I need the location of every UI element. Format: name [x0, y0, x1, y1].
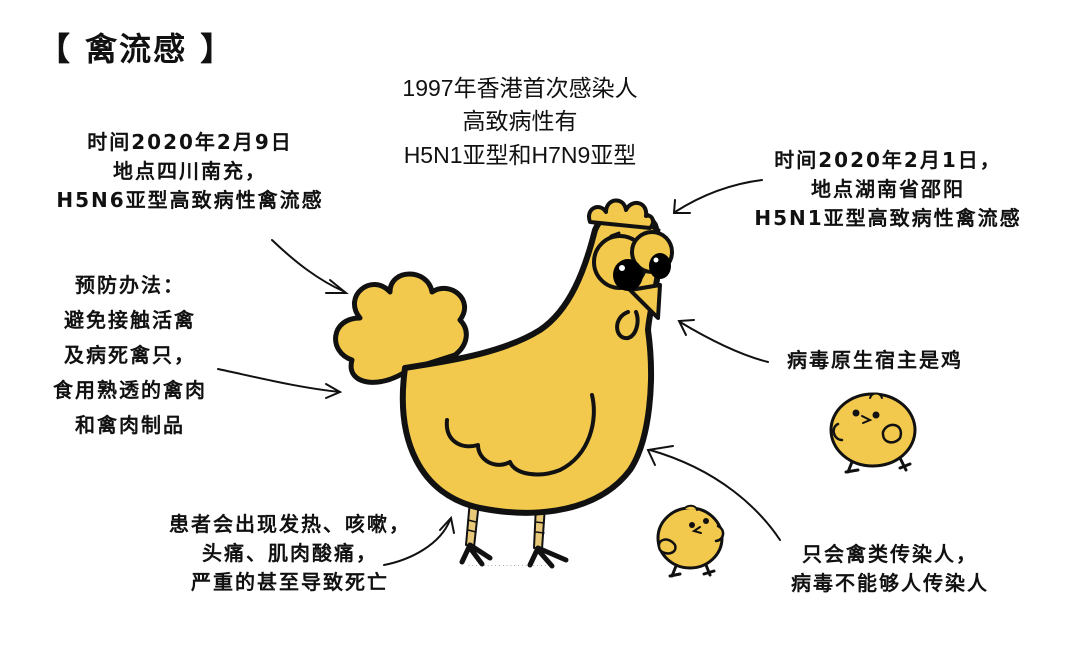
- symptoms-note: 患者会出现发热、咳嗽， 头痛、肌肉酸痛， 严重的甚至导致死亡: [120, 510, 460, 597]
- note-line: 时间2020年2月9日: [87, 130, 293, 154]
- arrow-head-icon: [439, 515, 455, 534]
- arrow-icon: [679, 321, 769, 363]
- arrow-head-icon: [677, 319, 695, 336]
- hen-legs-icon: [459, 499, 569, 569]
- hen-beak-icon: [628, 283, 662, 320]
- arrow-icon: [271, 239, 346, 293]
- note-line: 避免接触活禽: [64, 308, 196, 332]
- note-line: 预防办法：: [75, 273, 185, 297]
- hen-illustration: [333, 198, 674, 569]
- note-line: 地点四川南充，: [113, 159, 267, 183]
- note-line: 病毒不能够人传染人: [791, 571, 989, 595]
- note-line: 病毒原生宿主是鸡: [787, 348, 963, 372]
- note-line: 食用熟透的禽肉: [53, 378, 207, 402]
- hen-wattle-icon: [615, 310, 640, 341]
- page-title: 【 禽流感 】: [38, 30, 235, 68]
- note-line: 地点湖南省邵阳: [811, 177, 965, 201]
- prevention-note: 预防办法： 避免接触活禽 及病死禽只， 食用熟透的禽肉 和禽肉制品: [20, 268, 240, 443]
- note-line: 只会禽类传染人，: [802, 542, 978, 566]
- pointer-arrows: [217, 179, 781, 566]
- note-line: 和禽肉制品: [75, 413, 185, 437]
- history-line: 1997年香港首次感染人: [402, 75, 638, 101]
- note-line: H5N6亚型高致病性禽流感: [56, 188, 324, 212]
- note-line: H5N1亚型高致病性禽流感: [754, 206, 1022, 230]
- hunan-outbreak-note: 时间2020年2月1日， 地点湖南省邵阳 H5N1亚型高致病性禽流感: [728, 146, 1048, 233]
- arrow-icon: [674, 179, 763, 213]
- note-line: 时间2020年2月1日，: [774, 148, 1002, 172]
- arrow-icon: [217, 368, 341, 393]
- hen-eyes-icon: [592, 226, 674, 291]
- hen-tail-icon: [333, 271, 469, 385]
- hen-body-icon: [399, 205, 663, 516]
- host-note: 病毒原生宿主是鸡: [770, 346, 980, 375]
- note-line: 及病死禽只，: [64, 343, 196, 367]
- arrow-head-icon: [325, 279, 349, 294]
- arrow-head-icon: [646, 445, 674, 466]
- transmission-note: 只会禽类传染人， 病毒不能够人传染人: [760, 540, 1020, 598]
- arrow-head-icon: [672, 199, 691, 214]
- sichuan-outbreak-note: 时间2020年2月9日 地点四川南充， H5N6亚型高致病性禽流感: [40, 128, 340, 215]
- chick-illustration: [829, 392, 917, 474]
- history-line: H5N1亚型和H7N9亚型: [403, 141, 637, 168]
- history-note: 1997年香港首次感染人 高致病性有 H5N1亚型和H7N9亚型: [370, 72, 670, 172]
- note-line: 头痛、肌肉酸痛，: [202, 541, 378, 565]
- arrow-icon: [649, 449, 781, 541]
- arrow-head-icon: [325, 383, 343, 399]
- watermark: · · · · · · · · · · · · · · · · · · · · …: [468, 563, 547, 570]
- note-line: 患者会出现发热、咳嗽，: [169, 512, 411, 536]
- hen-wing-icon: [444, 393, 596, 477]
- chick-illustration: [656, 504, 725, 578]
- arrow-icon: [383, 519, 451, 566]
- note-line: 严重的甚至导致死亡: [191, 570, 389, 594]
- hen-comb-icon: [587, 198, 655, 230]
- history-line: 高致病性有: [462, 108, 578, 135]
